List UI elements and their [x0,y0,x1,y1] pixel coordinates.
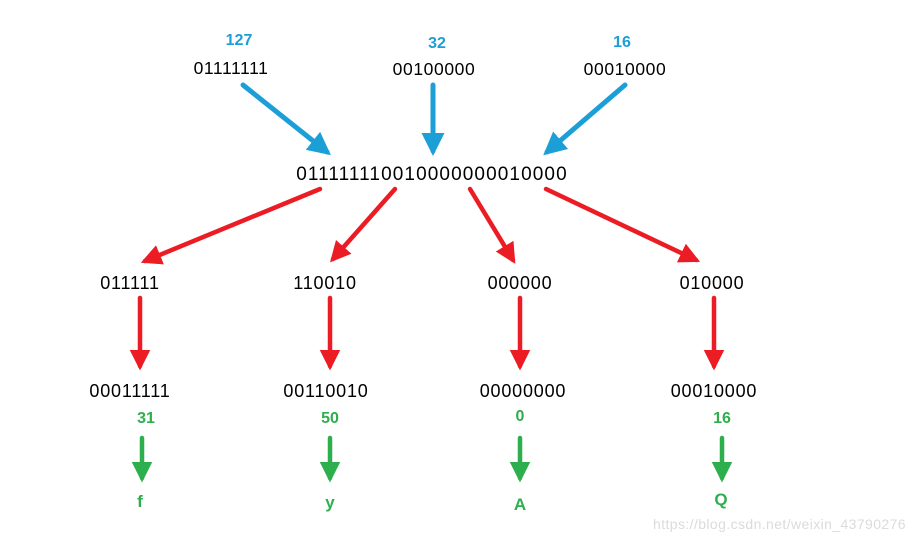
group1-decimal: 31 [137,410,155,427]
byte1-binary: 01111111 [193,58,269,78]
group2-decimal: 50 [321,410,339,427]
group3-base64-char: A [513,495,527,514]
group4-base64-char: Q [714,490,728,509]
group4-decimal: 16 [713,410,731,427]
byte2-binary: 00100000 [392,59,476,79]
group1-6bit: 011111 [100,273,160,293]
watermark-url: https://blog.csdn.net/weixin_43790276 [653,516,906,532]
blue-arrow-byte3 [543,82,628,156]
group2-6bit: 110010 [293,273,357,293]
red-arrow-group3 [467,186,516,264]
blue-arrow-byte1 [240,82,331,156]
byte2-decimal: 32 [428,35,446,52]
group1-8bit: 00011111 [89,381,171,401]
byte3-binary: 00010000 [583,59,667,79]
group2-8bit: 00110010 [283,381,369,401]
byte3-decimal: 16 [613,34,631,51]
red-arrow-group4 [543,186,701,263]
group4-6bit: 010000 [679,273,745,293]
group3-decimal: 0 [515,408,525,425]
red-arrow-group2 [330,186,398,263]
group2-base64-char: y [325,493,335,512]
group1-base64-char: f [137,492,143,511]
byte1-decimal: 127 [225,32,253,49]
group4-8bit: 00010000 [670,381,758,401]
group3-8bit: 00000000 [479,381,567,401]
combined-bit-string: 011111110010000000010000 [296,164,568,185]
group3-6bit: 000000 [487,273,553,293]
red-arrow-group1 [140,186,323,265]
